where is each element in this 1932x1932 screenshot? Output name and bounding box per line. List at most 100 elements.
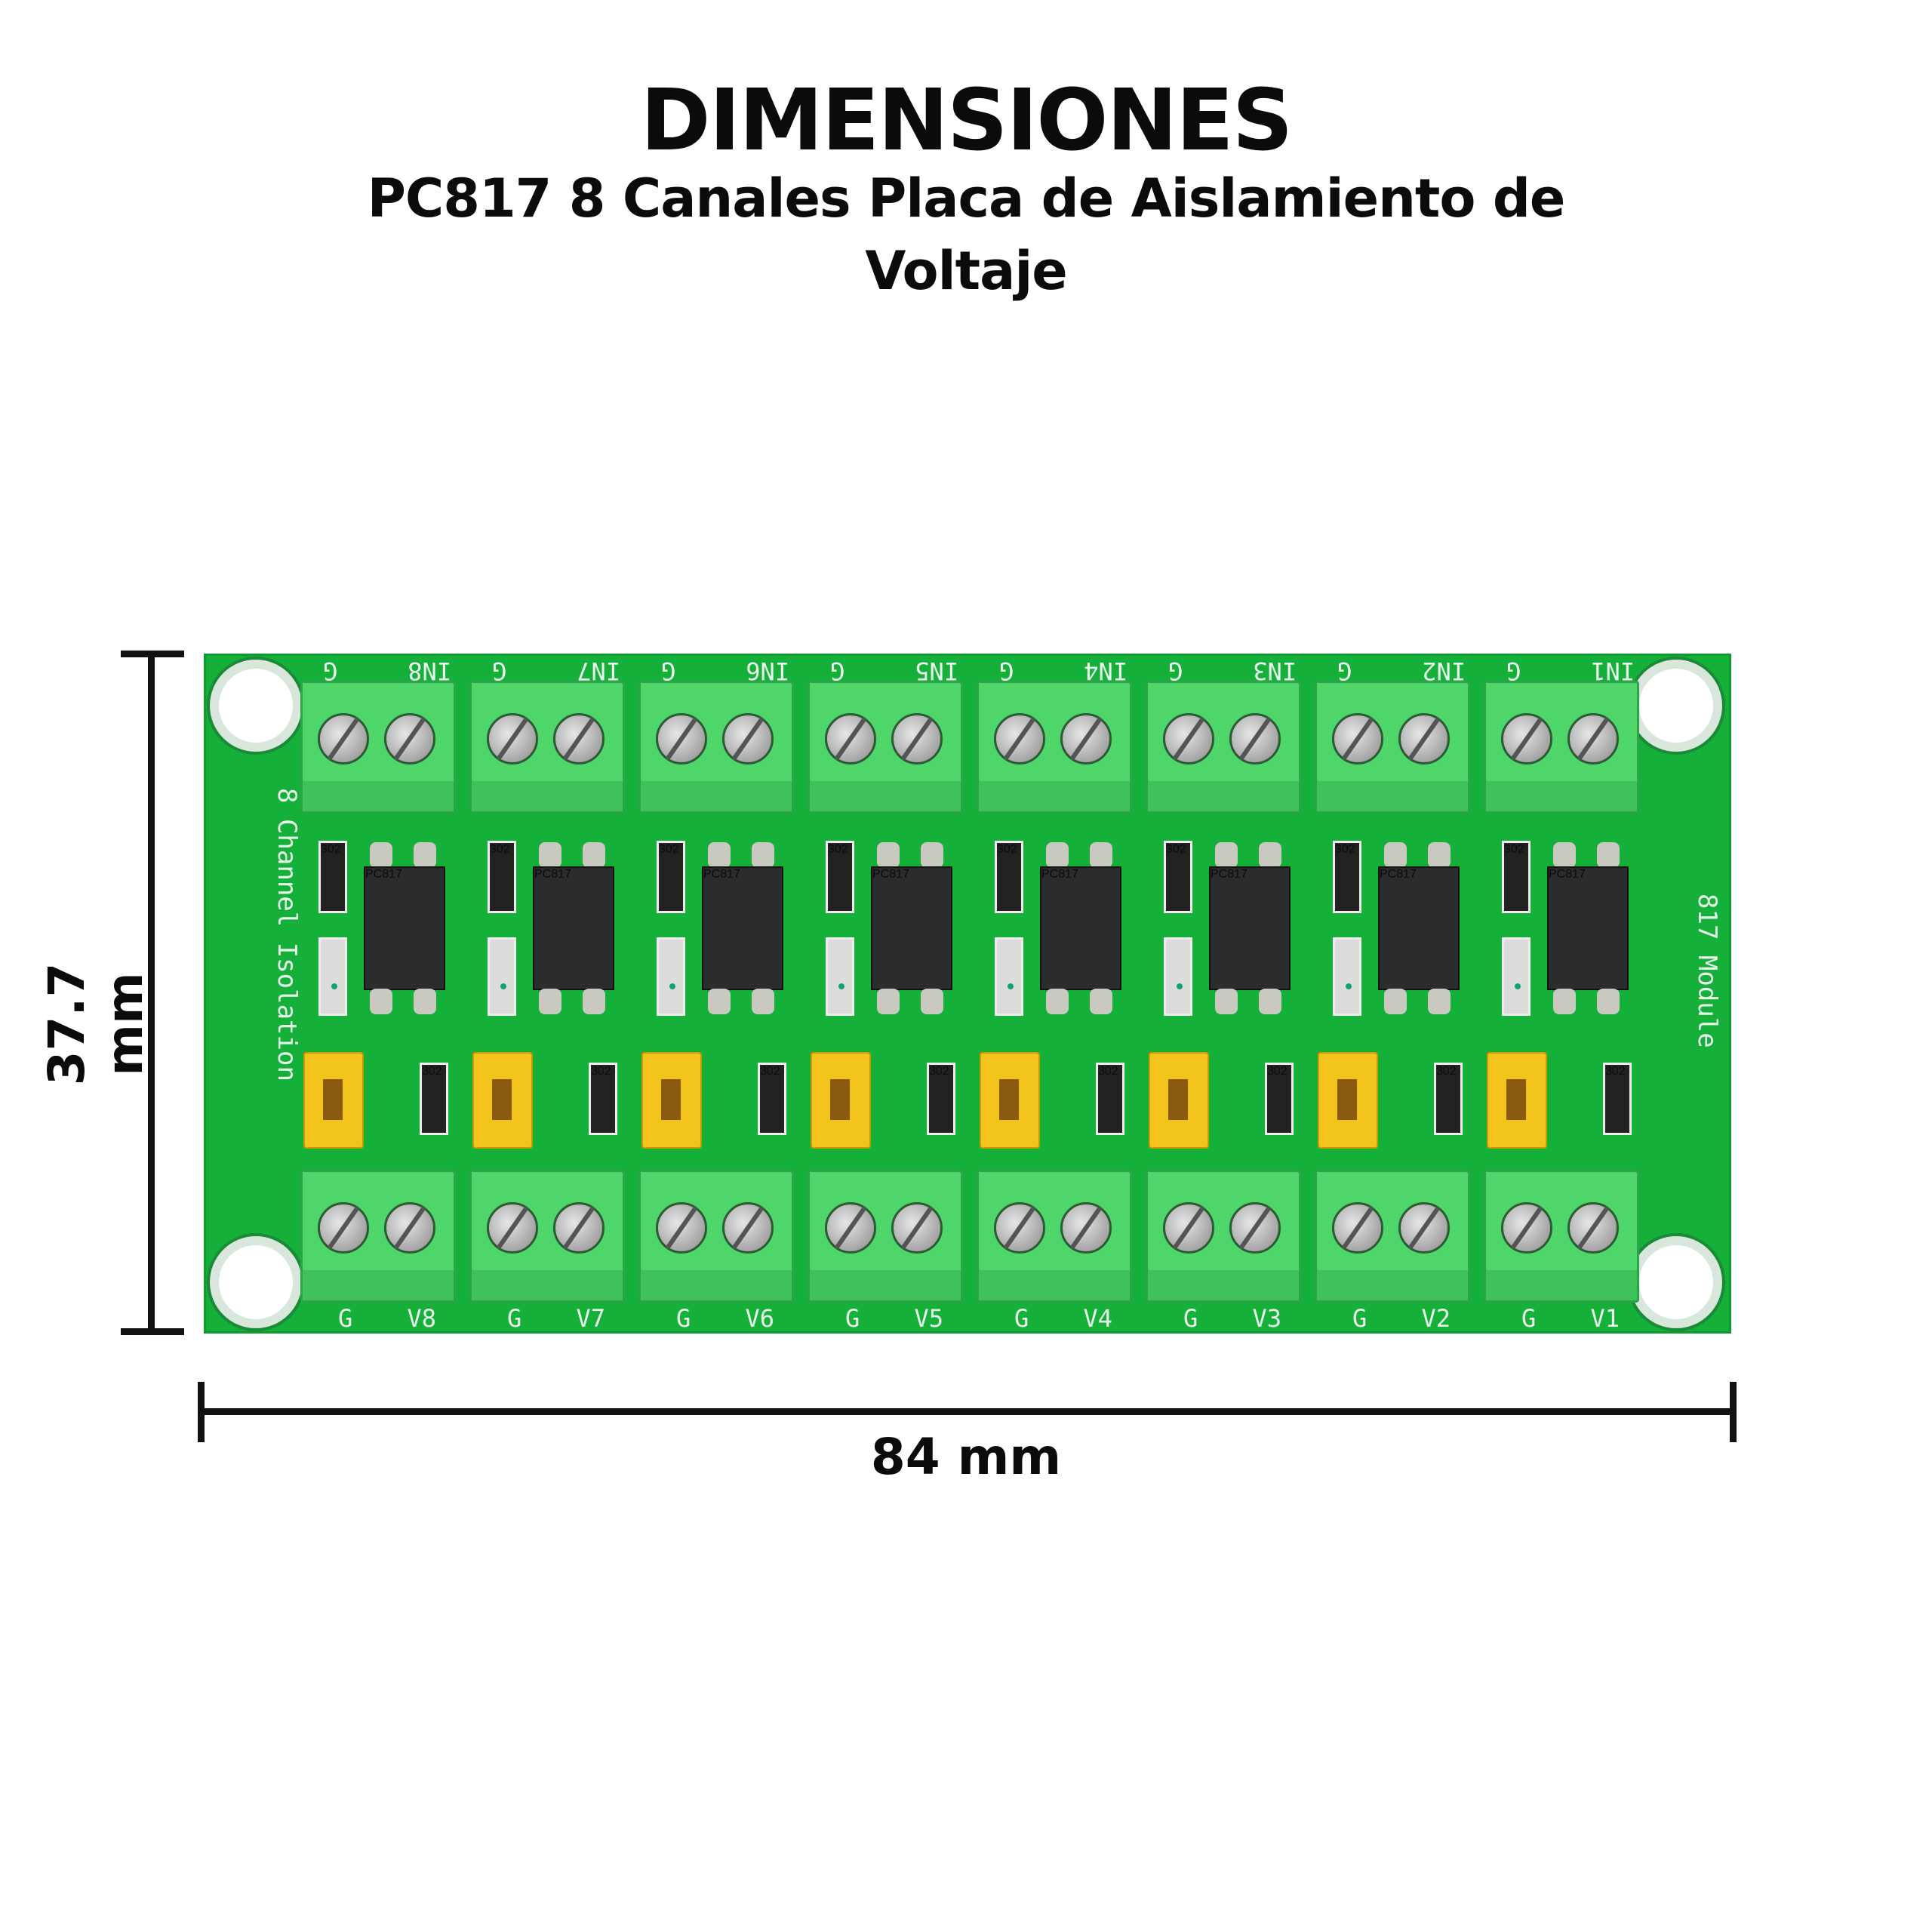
- resistor-marking: 302: [591, 1065, 611, 1078]
- output-terminal-block: [1315, 1170, 1470, 1303]
- led-indicator: [1164, 937, 1192, 1016]
- bottom-label-group: G V8: [338, 1304, 436, 1333]
- bottom-g-label: G: [1521, 1304, 1537, 1333]
- height-cap-bottom: [121, 1328, 184, 1335]
- screw-terminal: [825, 1202, 876, 1254]
- width-line: [201, 1408, 1733, 1415]
- screw-terminal: [656, 713, 707, 764]
- jumper: [641, 1052, 702, 1149]
- screw-terminal: [1229, 1202, 1281, 1254]
- jumper: [472, 1052, 533, 1149]
- input-terminal-block: [1315, 681, 1470, 814]
- resistor: 302: [1434, 1063, 1463, 1135]
- resistor: 302: [657, 841, 685, 913]
- chip-marking: PC817: [534, 868, 571, 881]
- resistor-marking: 302: [1605, 1065, 1626, 1078]
- screw-terminal: [1229, 713, 1281, 764]
- screw-terminal: [891, 713, 943, 764]
- board-right-text: 817 Module: [1692, 894, 1722, 1048]
- mounting-hole: [1639, 1245, 1713, 1319]
- screw-terminal: [1567, 1202, 1619, 1254]
- mounting-hole: [219, 1245, 293, 1319]
- chip-pin: [1259, 989, 1281, 1014]
- output-terminal-block: [1484, 1170, 1639, 1303]
- resistor: 302: [420, 1063, 448, 1135]
- chip-pin: [877, 989, 900, 1014]
- led-indicator: [657, 937, 685, 1016]
- input-terminal-block: [1146, 681, 1301, 814]
- resistor-marking: 302: [1436, 1065, 1457, 1078]
- resistor: 302: [1333, 841, 1361, 913]
- resistor-marking: 302: [760, 1065, 780, 1078]
- chip-pin: [1553, 989, 1576, 1014]
- resistor-marking: 302: [997, 843, 1017, 856]
- screw-terminal: [487, 713, 538, 764]
- chip-pin: [370, 842, 392, 868]
- resistor: 302: [488, 841, 516, 913]
- chip-pin: [921, 989, 943, 1014]
- screw-terminal: [384, 713, 435, 764]
- chip-pin: [1384, 842, 1407, 868]
- chip-marking: PC817: [1549, 868, 1586, 881]
- screw-terminal: [553, 713, 605, 764]
- mounting-hole: [1639, 669, 1713, 743]
- screw-terminal: [994, 1202, 1045, 1254]
- output-terminal-block: [469, 1170, 625, 1303]
- bottom-g-label: G: [1183, 1304, 1198, 1333]
- optocoupler-chip: PC817: [871, 866, 952, 990]
- screw-terminal: [1332, 1202, 1383, 1254]
- chip-pin: [1215, 842, 1238, 868]
- chip-pin: [1553, 842, 1576, 868]
- bottom-v-label: V8: [407, 1304, 436, 1333]
- input-terminal-block: [638, 681, 794, 814]
- chip-pin: [1428, 989, 1451, 1014]
- screw-terminal: [1501, 1202, 1552, 1254]
- resistor: 302: [589, 1063, 617, 1135]
- screw-terminal: [318, 713, 369, 764]
- resistor-marking: 302: [1098, 1065, 1118, 1078]
- screw-terminal: [1163, 1202, 1214, 1254]
- chip-pin: [539, 842, 561, 868]
- output-terminal-block: [808, 1170, 963, 1303]
- resistor-marking: 302: [1267, 1065, 1287, 1078]
- screw-terminal: [1163, 713, 1214, 764]
- mounting-hole: [219, 669, 293, 743]
- chip-pin: [1384, 989, 1407, 1014]
- screw-terminal: [891, 1202, 943, 1254]
- chip-pin: [1046, 842, 1069, 868]
- screw-terminal: [722, 1202, 774, 1254]
- screw-terminal: [1501, 713, 1552, 764]
- led-indicator: [488, 937, 516, 1016]
- chip-pin: [583, 989, 605, 1014]
- chip-pin: [877, 842, 900, 868]
- bottom-g-label: G: [338, 1304, 353, 1333]
- screw-terminal: [1398, 713, 1450, 764]
- chip-pin: [921, 842, 943, 868]
- input-terminal-block: [469, 681, 625, 814]
- input-terminal-block: [808, 681, 963, 814]
- screw-terminal: [1332, 713, 1383, 764]
- jumper: [811, 1052, 871, 1149]
- led-indicator: [995, 937, 1023, 1016]
- screw-terminal: [384, 1202, 435, 1254]
- chip-pin: [1428, 842, 1451, 868]
- chip-marking: PC817: [703, 868, 740, 881]
- screw-terminal: [825, 713, 876, 764]
- resistor: 302: [1502, 841, 1531, 913]
- resistor: 302: [758, 1063, 786, 1135]
- chip-marking: PC817: [365, 868, 402, 881]
- optocoupler-chip: PC817: [1040, 866, 1121, 990]
- optocoupler-chip: PC817: [1378, 866, 1460, 990]
- jumper: [1487, 1052, 1547, 1149]
- screw-terminal: [1060, 713, 1112, 764]
- subtitle-line-1: PC817 8 Canales Placa de Aislamiento de: [367, 168, 1566, 229]
